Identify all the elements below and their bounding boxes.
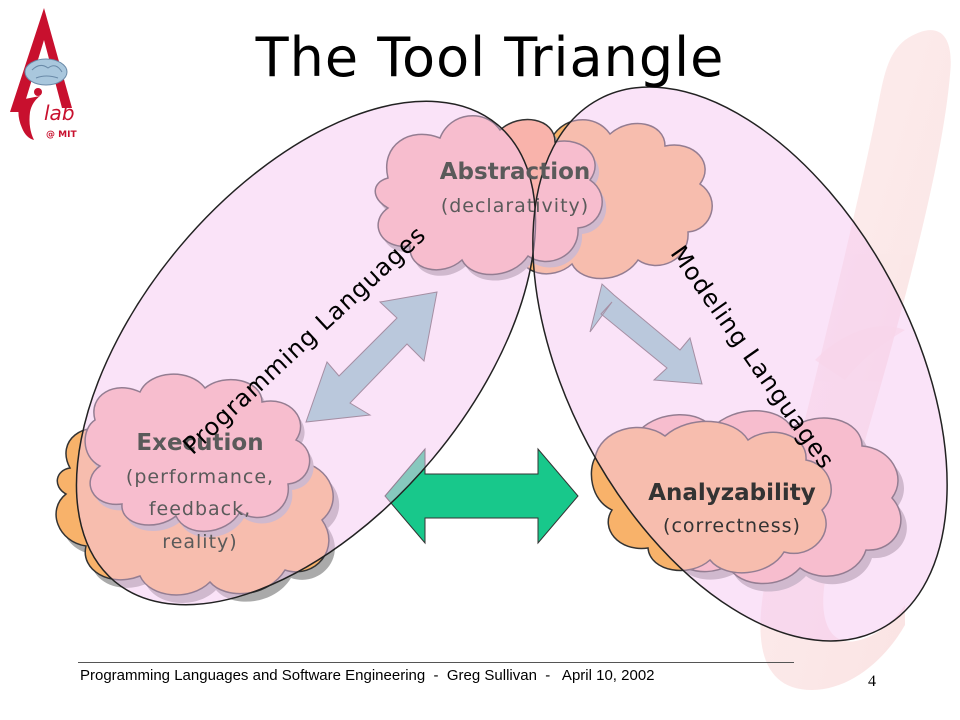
analyzability-label: Analyzability <box>648 480 816 506</box>
ilab-logo: lab @ MIT <box>10 8 77 140</box>
logo-mit-text: @ MIT <box>46 130 77 140</box>
modeling-languages-ellipse <box>532 86 948 642</box>
logo-lab-text: lab <box>44 101 75 125</box>
slide-title: The Tool Triangle <box>255 26 725 89</box>
execution-sublabel-line-2: feedback, <box>149 498 251 520</box>
programming-languages-ellipse <box>75 100 537 606</box>
execution-sublabel-line-3: reality) <box>162 531 237 553</box>
abstraction-label: Abstraction <box>440 159 591 185</box>
execution-label: Execution <box>136 430 263 456</box>
execution-sublabel-line-1: (performance, <box>126 466 274 488</box>
slide-footer: Programming Languages and Software Engin… <box>80 667 655 684</box>
abstraction-sublabel: (declarativity) <box>441 195 589 217</box>
page-number: 4 <box>868 673 876 690</box>
analyzability-sublabel: (correctness) <box>663 515 801 537</box>
abstraction-node: Abstraction (declarativity) <box>440 159 591 217</box>
execution-node: Execution (performance, feedback, realit… <box>126 430 274 553</box>
footer-divider <box>78 662 794 663</box>
analyzability-node: Analyzability (correctness) <box>648 480 816 537</box>
